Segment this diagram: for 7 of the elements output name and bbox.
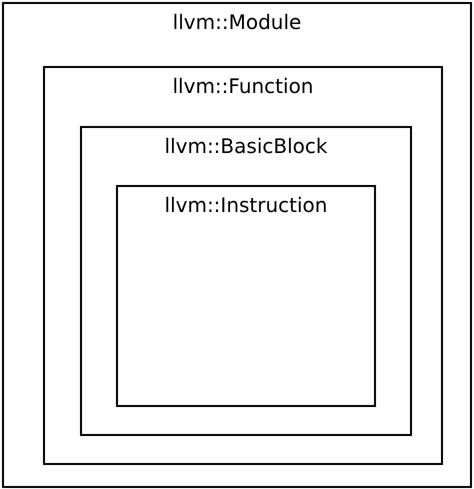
box-title: llvm::Module (172, 10, 302, 34)
container-box (80, 126, 412, 436)
box-title: llvm::Instruction (164, 193, 328, 217)
container-box (116, 185, 376, 407)
box-title: llvm::BasicBlock (164, 134, 328, 158)
container-box (43, 66, 443, 465)
box-title: llvm::Function (172, 74, 314, 98)
